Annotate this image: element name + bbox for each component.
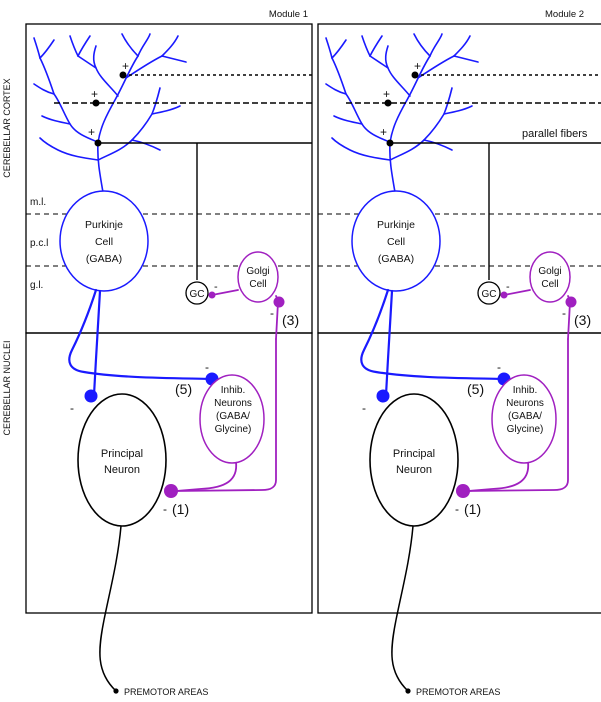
inhib-neurons-label: Glycine) (215, 424, 252, 435)
premotor-areas-label: PREMOTOR AREAS (416, 687, 500, 697)
golgi-cell-label: Golgi (538, 266, 561, 277)
module-1 (26, 24, 312, 694)
minus-sign: - (214, 281, 218, 293)
plus-sign: + (122, 59, 129, 73)
module-2-title: Module 2 (545, 9, 584, 20)
minus-sign: - (205, 360, 209, 374)
minus-sign: - (506, 281, 510, 293)
tag-5-label: (5) (467, 381, 484, 397)
module-1-title: Module 1 (269, 9, 308, 20)
plus-sign: + (88, 125, 95, 139)
minus-sign: - (163, 502, 167, 516)
gc-label: GC (190, 289, 205, 300)
tag-3-label: (3) (282, 312, 299, 328)
tag-1-label: (1) (464, 501, 481, 517)
purkinje-cell-label: Purkinje (85, 219, 123, 231)
principal-neuron-label: Neuron (396, 464, 432, 476)
plus-sign: + (414, 59, 421, 73)
tag-3-label: (3) (574, 312, 591, 328)
minus-sign: - (70, 401, 74, 415)
principal-neuron-label: Principal (101, 448, 143, 460)
module-2 (318, 24, 601, 694)
purkinje-cell-label: Cell (387, 236, 405, 248)
inhib-neurons-label: (GABA/ (508, 411, 542, 422)
layer-ml-label: m.l. (30, 197, 46, 208)
plus-sign: + (380, 125, 387, 139)
premotor-areas-label: PREMOTOR AREAS (124, 687, 208, 697)
inhib-neurons-label: Neurons (506, 398, 544, 409)
minus-sign: - (455, 502, 459, 516)
inhib-neurons-label: Glycine) (507, 424, 544, 435)
minus-sign: - (562, 306, 566, 320)
gc-label: GC (482, 289, 497, 300)
minus-sign: - (270, 306, 274, 320)
layer-pcl-label: p.c.l (30, 238, 48, 249)
inhib-neurons-label: Inhib. (513, 385, 537, 396)
parallel-fibers-label: parallel fibers (522, 128, 588, 140)
golgi-cell-label: Cell (541, 279, 558, 290)
cortex-side-label: CEREBELLAR CORTEX (2, 78, 12, 177)
minus-sign: - (497, 360, 501, 374)
inhib-neurons-label: Inhib. (221, 385, 245, 396)
minus-sign: - (362, 401, 366, 415)
purkinje-cell-label: Cell (95, 236, 113, 248)
layer-gl-label: g.l. (30, 280, 43, 291)
golgi-cell-label: Cell (249, 279, 266, 290)
purkinje-cell-label: Purkinje (377, 219, 415, 231)
plus-sign: + (383, 87, 390, 101)
golgi-cell-label: Golgi (246, 266, 269, 277)
inhib-neurons-label: Neurons (214, 398, 252, 409)
nuclei-side-label: CEREBELLAR NUCLEI (2, 340, 12, 435)
purkinje-cell-label: (GABA) (378, 253, 414, 265)
principal-neuron-label: Principal (393, 448, 435, 460)
plus-sign: + (91, 87, 98, 101)
inhib-neurons-label: (GABA/ (216, 411, 250, 422)
tag-1-label: (1) (172, 501, 189, 517)
principal-neuron-label: Neuron (104, 464, 140, 476)
purkinje-cell-label: (GABA) (86, 253, 122, 265)
tag-5-label: (5) (175, 381, 192, 397)
